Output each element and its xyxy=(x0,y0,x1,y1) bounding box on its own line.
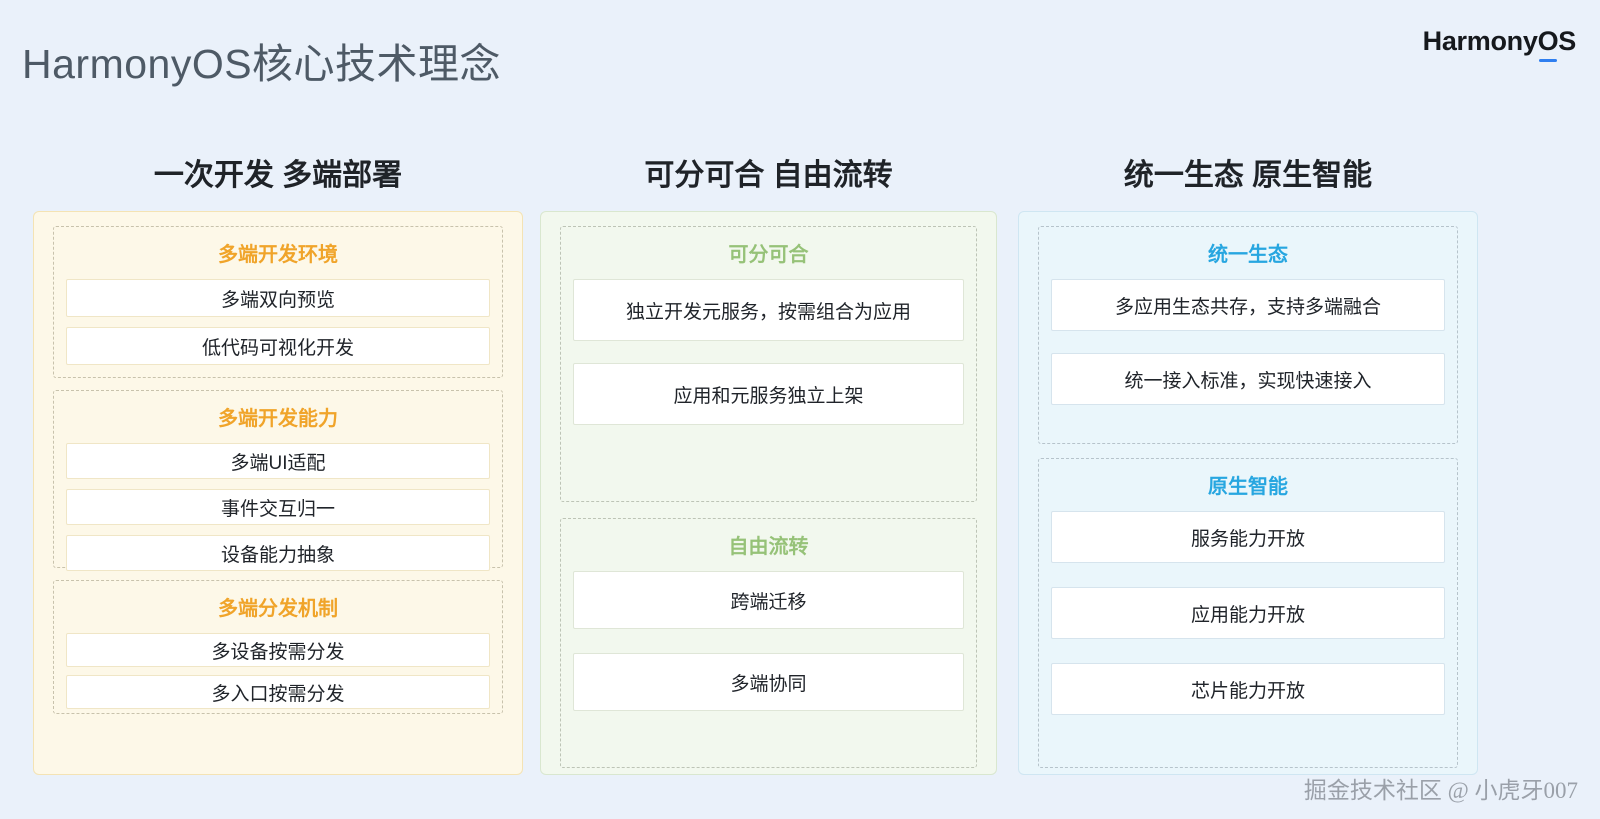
group-title: 多端开发环境 xyxy=(218,244,338,266)
group-title: 可分可合 xyxy=(728,244,809,266)
list-item[interactable]: 服务能力开放 xyxy=(1051,511,1445,563)
list-item[interactable]: 多端协同 xyxy=(573,653,964,711)
list-item[interactable]: 设备能力抽象 xyxy=(66,535,490,571)
list-item[interactable]: 多入口按需分发 xyxy=(66,675,490,709)
panel-splittable-free-flow: 可分可合 独立开发元服务，按需组合为应用 应用和元服务独立上架 自由流转 跨端迁… xyxy=(540,211,997,775)
group-title: 原生智能 xyxy=(1208,476,1288,498)
group-title: 自由流转 xyxy=(728,536,809,558)
column-heading-1: 一次开发 多端部署 xyxy=(153,159,403,192)
column-heading-2: 可分可合 自由流转 xyxy=(644,159,893,192)
list-item[interactable]: 统一接入标准，实现快速接入 xyxy=(1051,353,1445,405)
group-unified-ecosystem: 统一生态 多应用生态共存，支持多端融合 统一接入标准，实现快速接入 xyxy=(1038,226,1458,444)
group-multi-distribution: 多端分发机制 多设备按需分发 多入口按需分发 xyxy=(53,580,503,714)
panel-unified-ecosystem-native-ai: 统一生态 多应用生态共存，支持多端融合 统一接入标准，实现快速接入 原生智能 服… xyxy=(1018,211,1478,775)
list-item[interactable]: 事件交互归一 xyxy=(66,489,490,525)
group-free-flow: 自由流转 跨端迁移 多端协同 xyxy=(560,518,977,768)
list-item[interactable]: 应用能力开放 xyxy=(1051,587,1445,639)
list-item[interactable]: 低代码可视化开发 xyxy=(66,327,490,365)
brand-o-underlined: O xyxy=(1537,26,1559,62)
column-heading-3: 统一生态 原生智能 xyxy=(1123,159,1373,192)
list-item[interactable]: 芯片能力开放 xyxy=(1051,663,1445,715)
group-title: 统一生态 xyxy=(1208,244,1288,266)
watermark: 掘金技术社区 @ 小虎牙007 xyxy=(1303,778,1578,803)
group-native-intelligence: 原生智能 服务能力开放 应用能力开放 芯片能力开放 xyxy=(1038,458,1458,768)
list-item[interactable]: 多端UI适配 xyxy=(66,443,490,479)
harmonyos-logo: HarmonyOS xyxy=(1422,26,1576,62)
group-title: 多端开发能力 xyxy=(218,408,338,430)
list-item[interactable]: 应用和元服务独立上架 xyxy=(573,363,964,425)
list-item[interactable]: 多应用生态共存，支持多端融合 xyxy=(1051,279,1445,331)
group-multi-dev-environment: 多端开发环境 多端双向预览 低代码可视化开发 xyxy=(53,226,503,378)
group-splittable-combinable: 可分可合 独立开发元服务，按需组合为应用 应用和元服务独立上架 xyxy=(560,226,977,502)
list-item[interactable]: 多端双向预览 xyxy=(66,279,490,317)
brand-suffix: S xyxy=(1558,26,1576,56)
brand-prefix: Harmony xyxy=(1422,26,1538,56)
panel-one-dev-multi-deploy: 多端开发环境 多端双向预览 低代码可视化开发 多端开发能力 多端UI适配 事件交… xyxy=(33,211,523,775)
list-item[interactable]: 多设备按需分发 xyxy=(66,633,490,667)
list-item[interactable]: 独立开发元服务，按需组合为应用 xyxy=(573,279,964,341)
group-title: 多端分发机制 xyxy=(218,598,338,620)
group-multi-dev-capability: 多端开发能力 多端UI适配 事件交互归一 设备能力抽象 xyxy=(53,390,503,571)
page-title: HarmonyOS核心技术理念 xyxy=(22,41,502,87)
list-item[interactable]: 跨端迁移 xyxy=(573,571,964,629)
